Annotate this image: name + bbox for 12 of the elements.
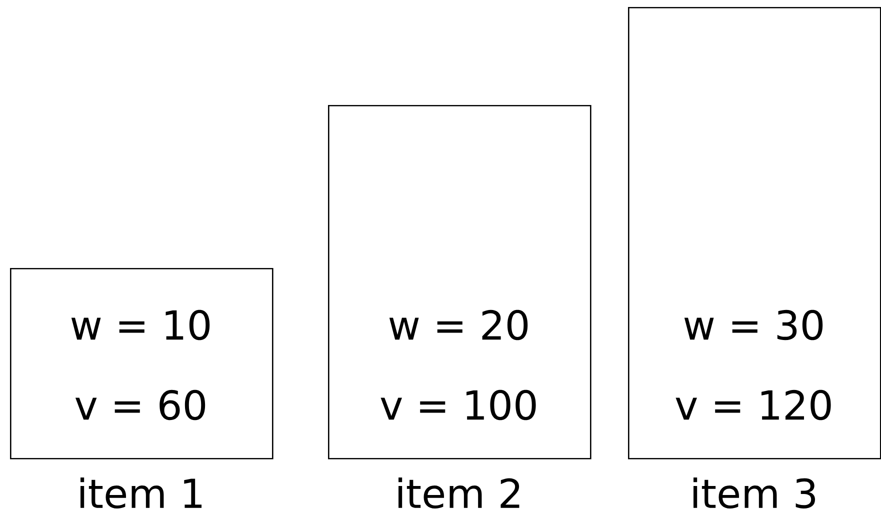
box-text: v = 100	[380, 390, 536, 420]
box-text: w = 30	[684, 310, 823, 340]
item-box	[628, 7, 881, 460]
box-text: w = 20	[389, 310, 528, 340]
item-box	[328, 105, 592, 460]
box-text: w = 10	[71, 310, 210, 340]
item-box	[10, 268, 274, 460]
box-text: v = 120	[676, 390, 831, 420]
box-text: v = 60	[75, 390, 206, 420]
item-label: item 1	[80, 478, 202, 508]
item-label: item 3	[694, 478, 816, 508]
item-label: item 2	[398, 478, 520, 508]
